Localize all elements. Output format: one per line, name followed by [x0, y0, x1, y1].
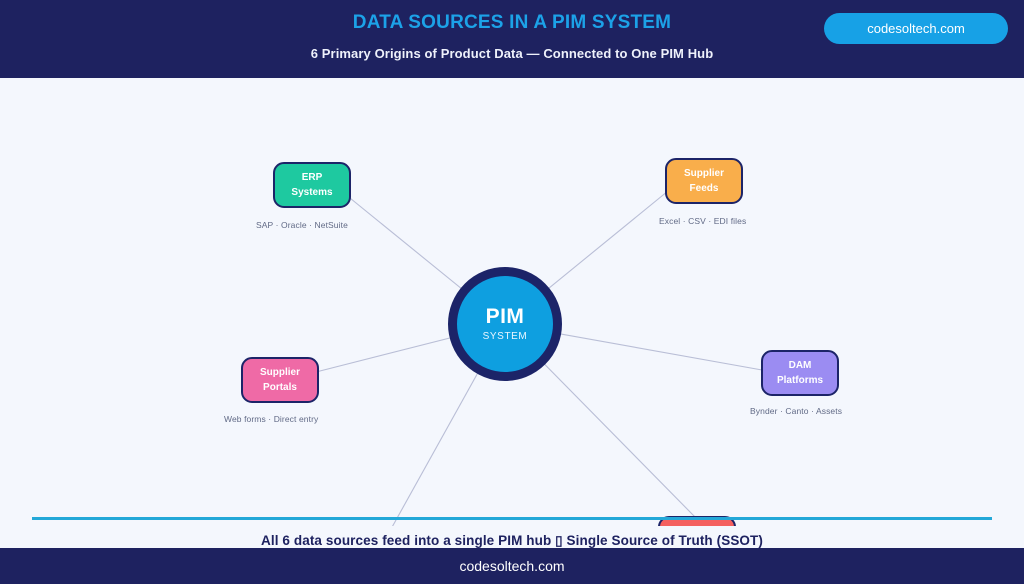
node-supplier-portals-line1: Supplier — [259, 366, 300, 378]
page-footer: codesoltech.com — [0, 548, 1024, 584]
pim-hub-node[interactable]: PIM SYSTEM — [448, 267, 562, 381]
node-dam-platforms-line1: DAM — [788, 359, 812, 371]
page-header: DATA SOURCES IN A PIM SYSTEM 6 Primary O… — [0, 0, 1024, 78]
caption-supplier-portals: Web forms · Direct entry — [224, 414, 319, 424]
page-title: DATA SOURCES IN A PIM SYSTEM — [352, 12, 672, 33]
pim-hub-title: PIM — [485, 305, 525, 328]
node-supplier-feeds[interactable]: Supplier Feeds — [665, 158, 743, 204]
caption-supplier-feeds: Excel · CSV · EDI files — [659, 216, 747, 226]
summary-divider — [32, 517, 992, 520]
node-supplier-portals[interactable]: Supplier Portals — [241, 357, 319, 403]
node-erp-systems-line2: Systems — [291, 187, 333, 198]
node-erp-systems-line1: ERP — [301, 171, 323, 183]
node-supplier-feeds-line2: Feeds — [689, 183, 719, 194]
caption-dam-platforms: Bynder · Canto · Assets — [750, 406, 843, 416]
connector-lines — [315, 190, 763, 539]
footer-brand: codesoltech.com — [459, 558, 565, 574]
diagram-canvas: PIM SYSTEM ERP Systems SAP · Oracle · Ne… — [0, 78, 1024, 584]
node-dam-platforms[interactable]: DAM Platforms — [761, 350, 839, 396]
pim-hub-subtitle: SYSTEM — [482, 331, 528, 342]
node-supplier-feeds-line1: Supplier — [683, 167, 724, 179]
page-subtitle: 6 Primary Origins of Product Data — Conn… — [310, 46, 714, 61]
node-dam-platforms-line2: Platforms — [776, 375, 824, 386]
caption-erp-systems: SAP · Oracle · NetSuite — [256, 220, 348, 230]
node-supplier-portals-line2: Portals — [263, 382, 297, 393]
node-erp-systems[interactable]: ERP Systems — [273, 162, 351, 208]
brand-badge[interactable]: codesoltech.com — [824, 13, 1008, 44]
